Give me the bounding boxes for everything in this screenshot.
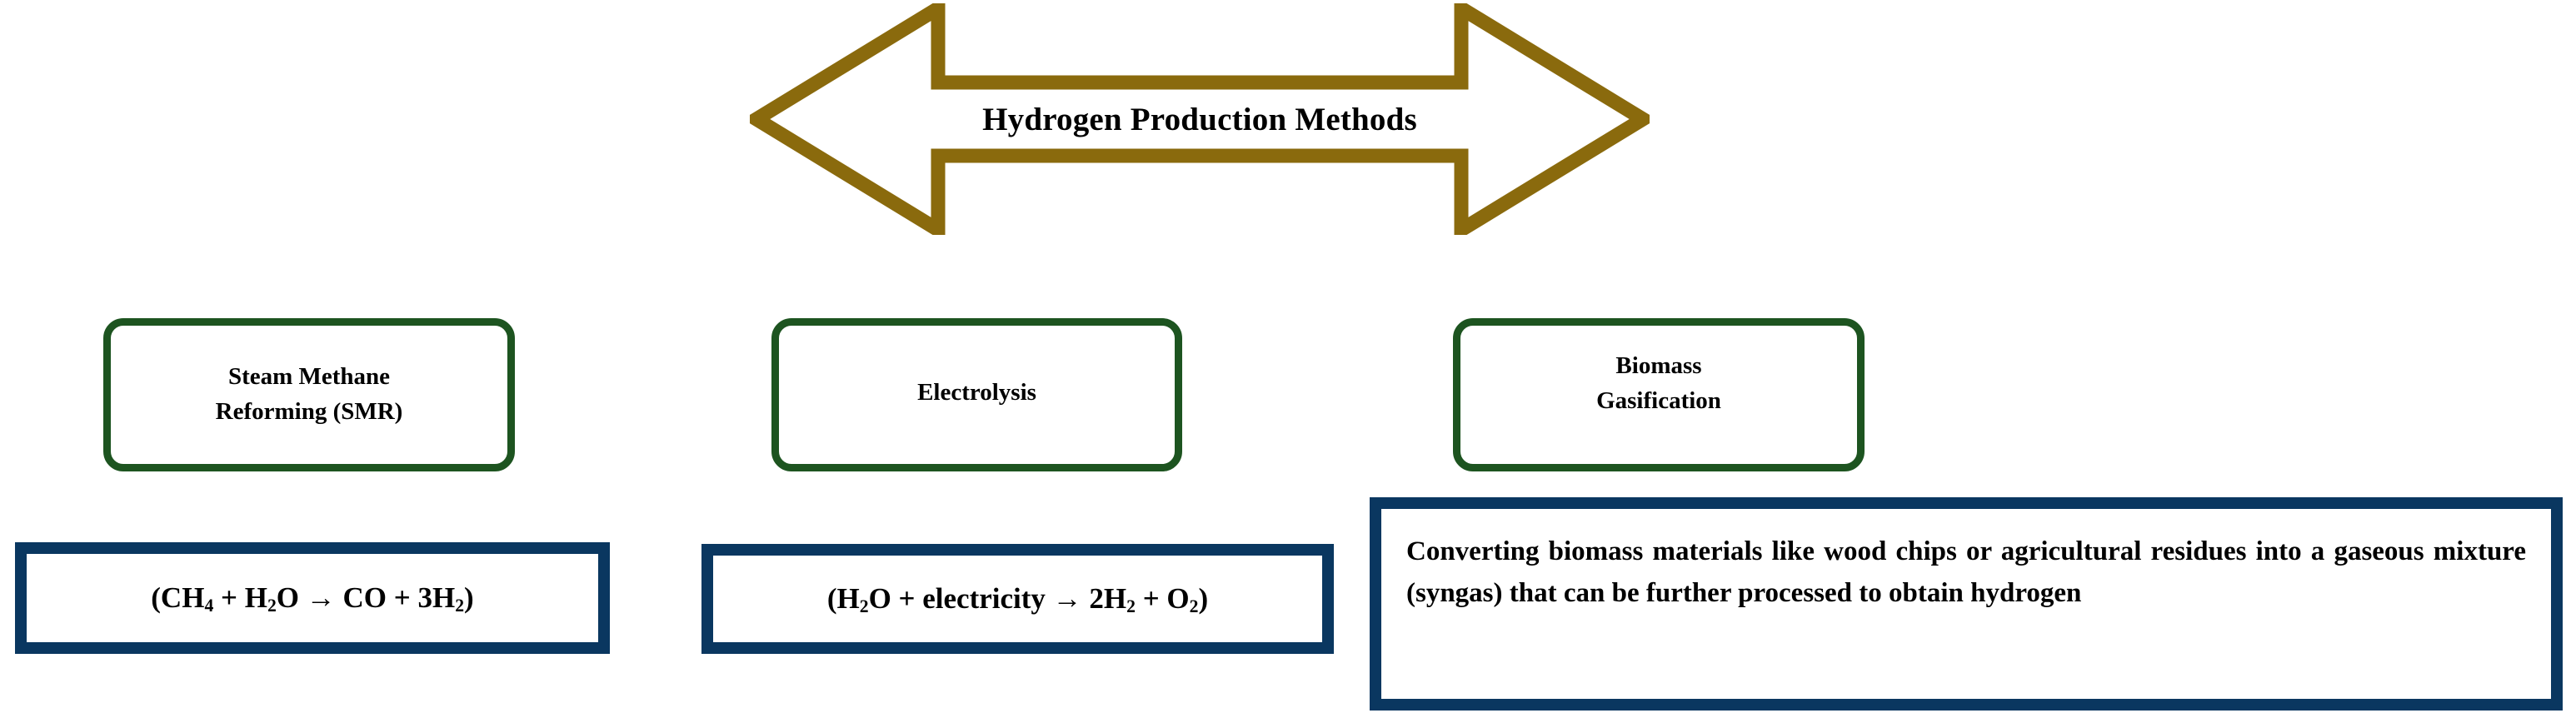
method-box-steam-methane-reforming[interactable]: Steam Methane Reforming (SMR) — [103, 318, 515, 471]
detail-box-biomass-gasification: Converting biomass materials like wood c… — [1370, 497, 2563, 711]
reaction-formula-electrolysis: (H2O + electricity → 2H2 + O2) — [826, 582, 1209, 616]
method-box-biomass-gasification[interactable]: Biomass Gasification — [1453, 318, 1865, 471]
method-box-label: Steam Methane Reforming (SMR) — [215, 362, 403, 425]
reaction-formula-smr: (CH4 + H2O → CO + 3H2) — [151, 581, 474, 616]
method-box-label: Biomass Gasification — [1596, 352, 1721, 414]
hydrogen-production-methods-banner: Hydrogen Production Methods — [750, 3, 1650, 235]
banner-title: Hydrogen Production Methods — [982, 101, 1417, 137]
detail-box-steam-methane-reforming: (CH4 + H2O → CO + 3H2) — [15, 542, 610, 654]
double-headed-arrow-icon — [750, 3, 1650, 235]
method-box-label: Electrolysis — [917, 378, 1036, 406]
detail-box-electrolysis: (H2O + electricity → 2H2 + O2) — [701, 544, 1334, 654]
biomass-description-text: Converting biomass materials like wood c… — [1406, 536, 2526, 609]
method-box-electrolysis[interactable]: Electrolysis — [771, 318, 1182, 471]
